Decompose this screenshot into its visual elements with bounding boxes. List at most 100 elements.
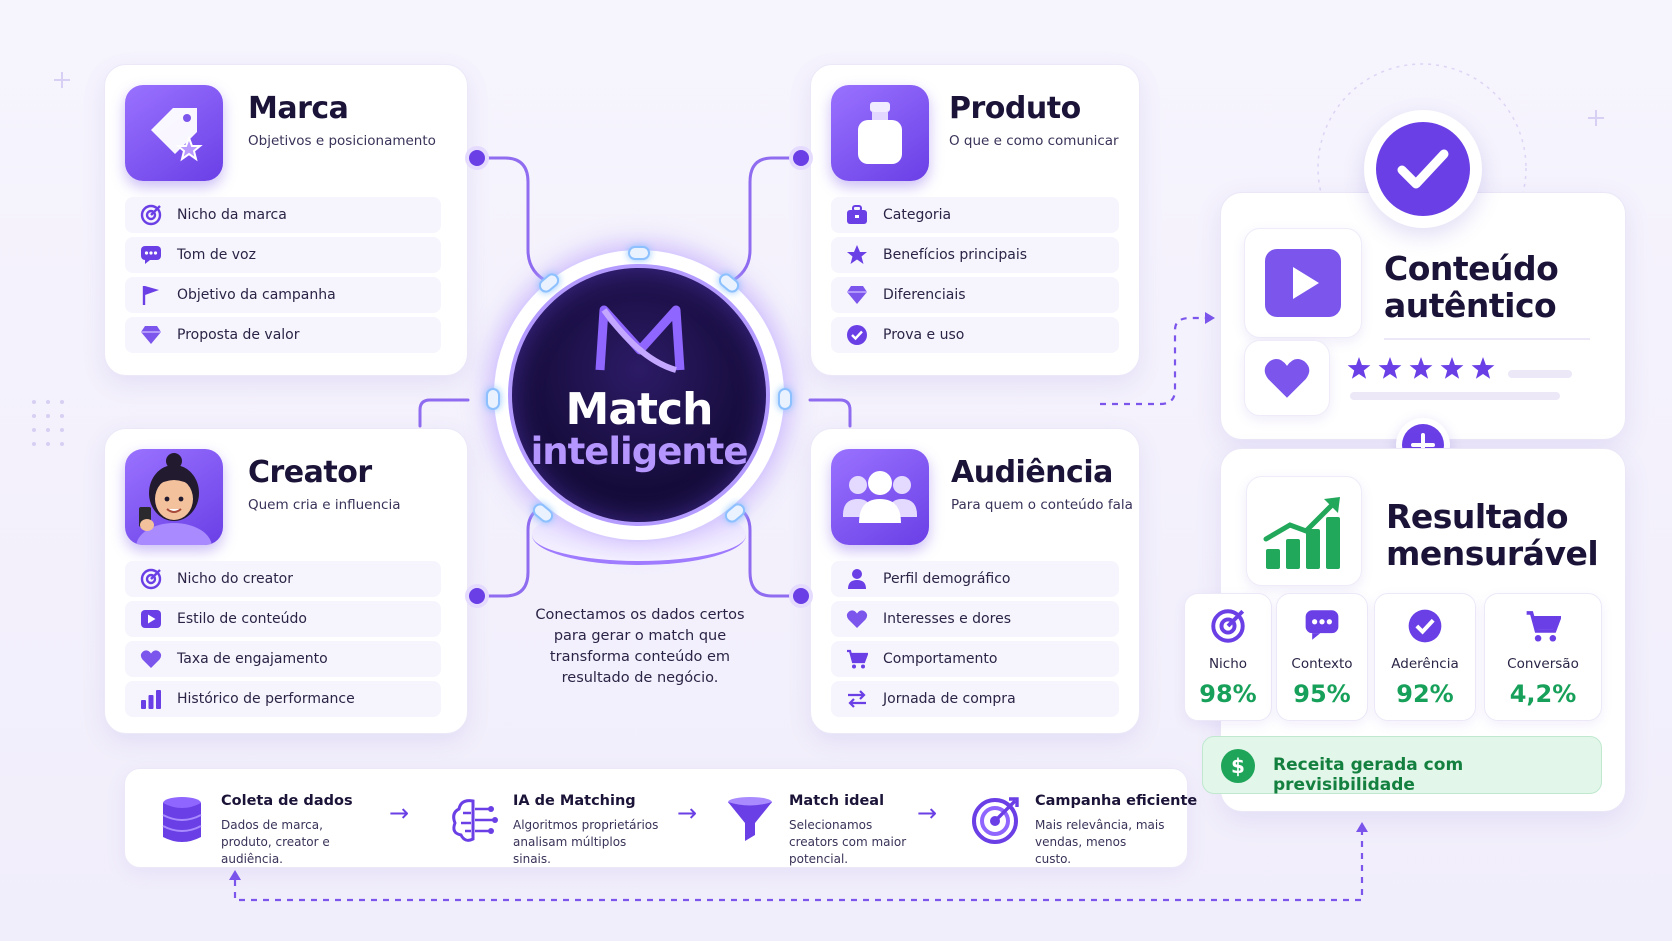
- connector-jack: [628, 246, 650, 260]
- list-item: Histórico de performance: [125, 681, 441, 717]
- database-icon: [153, 791, 211, 849]
- person-icon: [845, 568, 869, 590]
- item-label: Comportamento: [883, 651, 998, 667]
- flag-icon: [139, 284, 163, 306]
- bottle-icon: [831, 85, 929, 181]
- metric-value: 95%: [1293, 680, 1351, 708]
- play-icon: [139, 608, 163, 630]
- item-label: Interesses e dores: [883, 611, 1011, 627]
- cart-icon: [1485, 608, 1601, 644]
- check-badge-icon: [1364, 110, 1482, 228]
- metric-aderencia: Aderência 92%: [1374, 593, 1476, 721]
- item-label: Benefícios principais: [883, 247, 1028, 263]
- heart-icon: [139, 648, 163, 670]
- list-item: Categoria: [831, 197, 1119, 233]
- step-description: Algoritmos proprietários analisam múltip…: [513, 818, 659, 866]
- step-description: Mais relevância, mais vendas, menos cust…: [1035, 818, 1165, 866]
- hub-title: Match: [565, 384, 714, 435]
- item-label: Perfil demográfico: [883, 571, 1011, 587]
- pipeline-step-ia: IA de Matching Algoritmos proprietários …: [445, 769, 685, 869]
- item-label: Estilo de conteúdo: [177, 611, 307, 627]
- step-title: Campanha eficiente: [1035, 793, 1198, 809]
- list-item: Perfil demográfico: [831, 561, 1119, 597]
- metric-value: 4,2%: [1509, 680, 1577, 708]
- step-title: Coleta de dados: [221, 793, 353, 809]
- metric-conversao: Conversão 4,2%: [1484, 593, 1602, 721]
- audiencia-title: Audiência: [951, 455, 1113, 490]
- list-item: Taxa de engajamento: [125, 641, 441, 677]
- arrow-right-icon: →: [389, 799, 410, 827]
- creator-avatar-icon: [125, 449, 223, 545]
- rating-bar: [1350, 392, 1560, 400]
- list-item: Objetivo da campanha: [125, 277, 441, 313]
- metric-label: Contexto: [1291, 656, 1353, 672]
- pipeline-step-coleta: Coleta de dados Dados de marca, produto,…: [153, 769, 393, 869]
- audiencia-list: Perfil demográfico Interesses e dores Co…: [831, 561, 1119, 721]
- list-item: Tom de voz: [125, 237, 441, 273]
- tag-star-icon: [125, 85, 223, 181]
- list-item: Benefícios principais: [831, 237, 1119, 273]
- bar-chart-icon: [139, 688, 163, 710]
- item-label: Categoria: [883, 207, 952, 223]
- swap-arrows-icon: [845, 688, 869, 710]
- card-produto: Produto O que e como comunicar Categoria…: [810, 64, 1140, 376]
- metric-label: Aderência: [1391, 656, 1459, 672]
- pipeline-bar: Coleta de dados Dados de marca, produto,…: [124, 768, 1197, 869]
- item-label: Proposta de valor: [177, 327, 300, 343]
- rating-bar: [1508, 370, 1572, 378]
- diamond-icon: [139, 324, 163, 346]
- diamond-icon: [845, 284, 869, 306]
- audiencia-subtitle: Para quem o conteúdo fala: [951, 497, 1133, 513]
- star-icon: [1409, 357, 1433, 379]
- star-icon: [1471, 357, 1495, 379]
- step-title: Match ideal: [789, 793, 885, 809]
- target-icon: [139, 204, 163, 226]
- pipeline-step-match: Match ideal Selecionamos creators com ma…: [721, 769, 921, 869]
- step-title: IA de Matching: [513, 793, 636, 809]
- item-label: Diferenciais: [883, 287, 966, 303]
- revenue-banner: $ Receita gerada com previsibilidade: [1202, 736, 1602, 795]
- connector-node: [793, 588, 809, 604]
- step-description: Dados de marca, produto, creator e audiê…: [221, 818, 330, 866]
- list-item: Nicho do creator: [125, 561, 441, 597]
- arrow-right-icon: →: [677, 799, 698, 827]
- item-label: Tom de voz: [177, 247, 256, 263]
- list-item: Interesses e dores: [831, 601, 1119, 637]
- cart-icon: [845, 648, 869, 670]
- dollar-icon: $: [1221, 749, 1255, 783]
- creator-title: Creator: [248, 455, 372, 490]
- metric-label: Conversão: [1507, 656, 1579, 672]
- conteudo-title: Conteúdo autêntico: [1384, 249, 1559, 325]
- marca-subtitle: Objetivos e posicionamento: [248, 133, 436, 149]
- star-icon: [845, 244, 869, 266]
- star-icon: [1378, 357, 1402, 379]
- metric-nicho: Nicho 98%: [1184, 593, 1272, 721]
- creator-subtitle: Quem cria e influencia: [248, 497, 401, 513]
- creator-list: Nicho do creator Estilo de conteúdo Taxa…: [125, 561, 441, 721]
- check-circle-icon: [845, 324, 869, 346]
- chat-bubble-icon: [1277, 608, 1367, 644]
- item-label: Jornada de compra: [883, 691, 1016, 707]
- item-label: Histórico de performance: [177, 691, 355, 707]
- item-label: Taxa de engajamento: [177, 651, 328, 667]
- card-audiencia: Audiência Para quem o conteúdo fala Perf…: [810, 428, 1140, 734]
- star-rating: [1346, 356, 1506, 382]
- item-label: Nicho do creator: [177, 571, 293, 587]
- list-item: Proposta de valor: [125, 317, 441, 353]
- ai-brain-icon: [445, 791, 503, 849]
- card-marca: Marca Objetivos e posicionamento Nicho d…: [104, 64, 468, 376]
- users-group-icon: [831, 449, 929, 545]
- check-badge-icon: [1375, 608, 1475, 644]
- heart-icon: [1244, 340, 1330, 416]
- item-label: Objetivo da campanha: [177, 287, 336, 303]
- metric-label: Nicho: [1208, 656, 1248, 672]
- item-label: Prova e uso: [883, 327, 965, 343]
- marca-title: Marca: [248, 91, 349, 126]
- hub-subtitle: inteligente: [530, 430, 749, 473]
- list-item: Prova e uso: [831, 317, 1119, 353]
- star-icon: [1440, 357, 1464, 379]
- marca-list: Nicho da marca Tom de voz Objetivo da ca…: [125, 197, 441, 357]
- produto-subtitle: O que e como comunicar: [949, 133, 1119, 149]
- growth-chart-icon: [1246, 476, 1362, 586]
- arrow-right-icon: →: [917, 799, 938, 827]
